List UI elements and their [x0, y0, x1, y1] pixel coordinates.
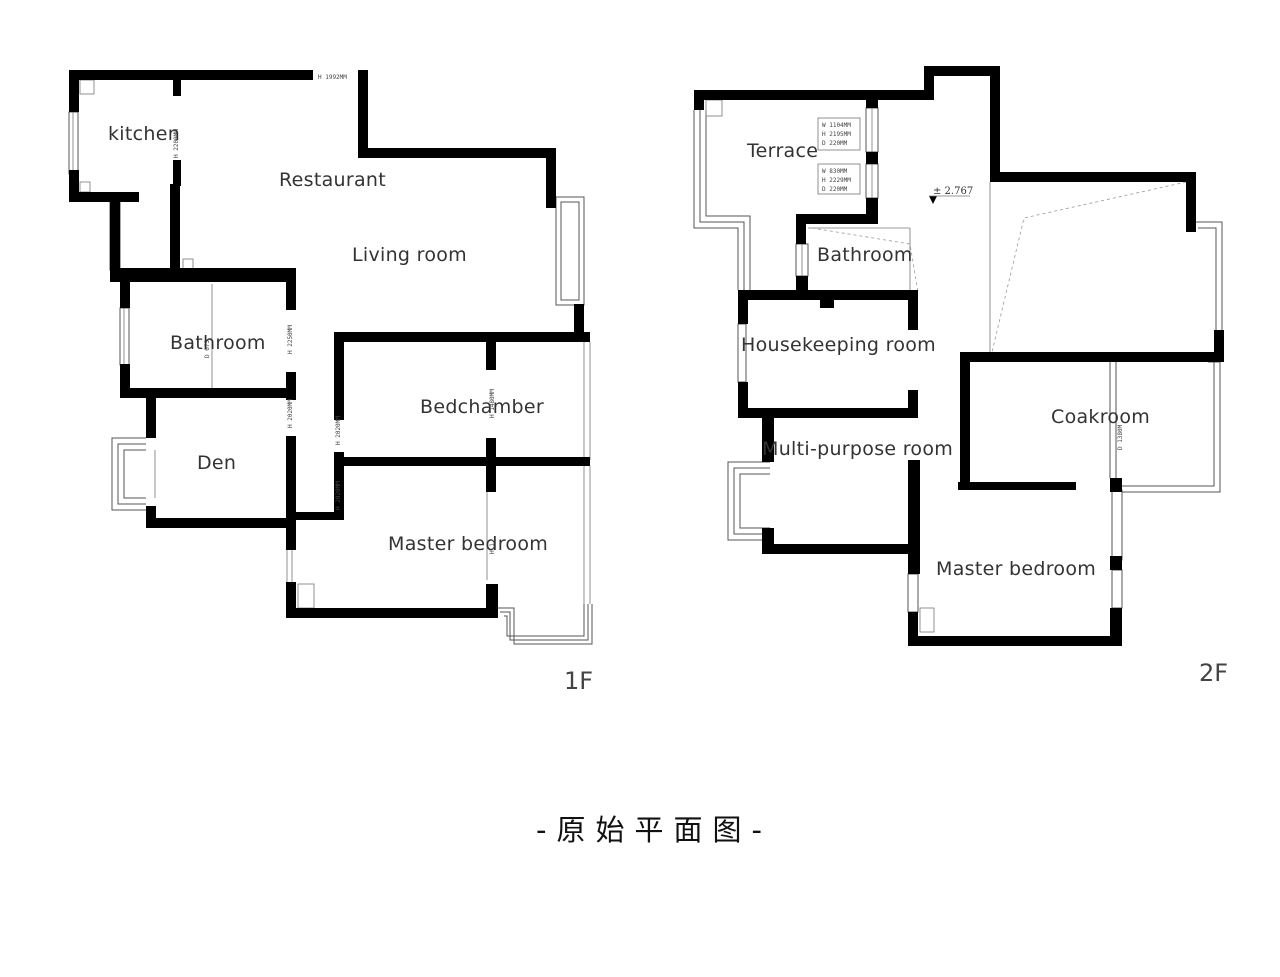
window-note-2-h: H 2229MM	[822, 177, 851, 184]
room-label-master-bedroom-1f: Master bedroom	[388, 533, 548, 555]
dim-bath-window: D 675	[204, 340, 211, 358]
room-label-kitchen: kitchen	[108, 123, 180, 145]
dim-bed-door-2: H 2020MM	[335, 481, 342, 510]
room-label-housekeeping-room: Housekeeping room	[741, 334, 936, 356]
room-label-restaurant: Restaurant	[279, 169, 386, 191]
floor-1-walls	[69, 70, 590, 618]
room-label-bathroom-2f: Bathroom	[817, 244, 913, 266]
dim-bath-door: H 2250MM	[287, 325, 294, 354]
floor-1-plan: H 1992MM H 2200MM D 675 H 2250MM H 2020M…	[68, 70, 593, 695]
floor-2-walls	[694, 66, 1224, 646]
elevation-marker: ± 2.767	[929, 186, 973, 204]
floor-label-2f: 2F	[1199, 659, 1228, 687]
room-label-master-bedroom-2f: Master bedroom	[936, 558, 1096, 580]
floor-2-plan: W 1104MM H 2195MM D 220MM W 830MM H 2229…	[693, 66, 1228, 687]
window-note-2-d: D 220MM	[822, 186, 848, 193]
floor-1-dimensions: H 1992MM H 2200MM D 675 H 2250MM H 2020M…	[173, 74, 496, 554]
dim-kitchen-window: H 2200MM	[173, 129, 180, 158]
room-label-terrace: Terrace	[746, 140, 818, 162]
window-note-2: W 830MM H 2229MM D 220MM	[817, 163, 861, 195]
dim-coakroom: D 1380M	[1117, 424, 1124, 450]
room-label-den: Den	[197, 452, 236, 474]
dim-master-window: H 1	[489, 543, 496, 554]
window-note-1-h: H 2195MM	[822, 131, 851, 138]
floor-2-dashed-lines	[811, 181, 1187, 353]
window-note-2-w: W 830MM	[822, 168, 848, 175]
room-label-coakroom: Coakroom	[1051, 406, 1150, 428]
room-label-living-room: Living room	[352, 244, 467, 266]
elevation-value: ± 2.767	[933, 186, 973, 197]
dim-bed-window: H 1480MM	[489, 389, 496, 418]
dim-top-wall: H 1992MM	[318, 74, 347, 81]
elevation-triangle-icon	[929, 196, 937, 204]
floor-1-windows	[68, 79, 593, 645]
dim-bed-door: H 2020MM	[335, 416, 342, 445]
room-label-bedchamber: Bedchamber	[420, 396, 544, 418]
window-note-1-d: D 220MM	[822, 140, 848, 147]
plan-caption: -原始平面图-	[536, 813, 772, 847]
room-label-multi-purpose-room: Multi-purpose room	[762, 438, 953, 460]
window-note-1: W 1104MM H 2195MM D 220MM	[817, 117, 861, 151]
window-note-1-w: W 1104MM	[822, 122, 851, 129]
dim-den-door: H 2020MM	[287, 399, 294, 428]
room-label-bathroom-1f: Bathroom	[170, 332, 266, 354]
floor-label-1f: 1F	[564, 667, 593, 695]
